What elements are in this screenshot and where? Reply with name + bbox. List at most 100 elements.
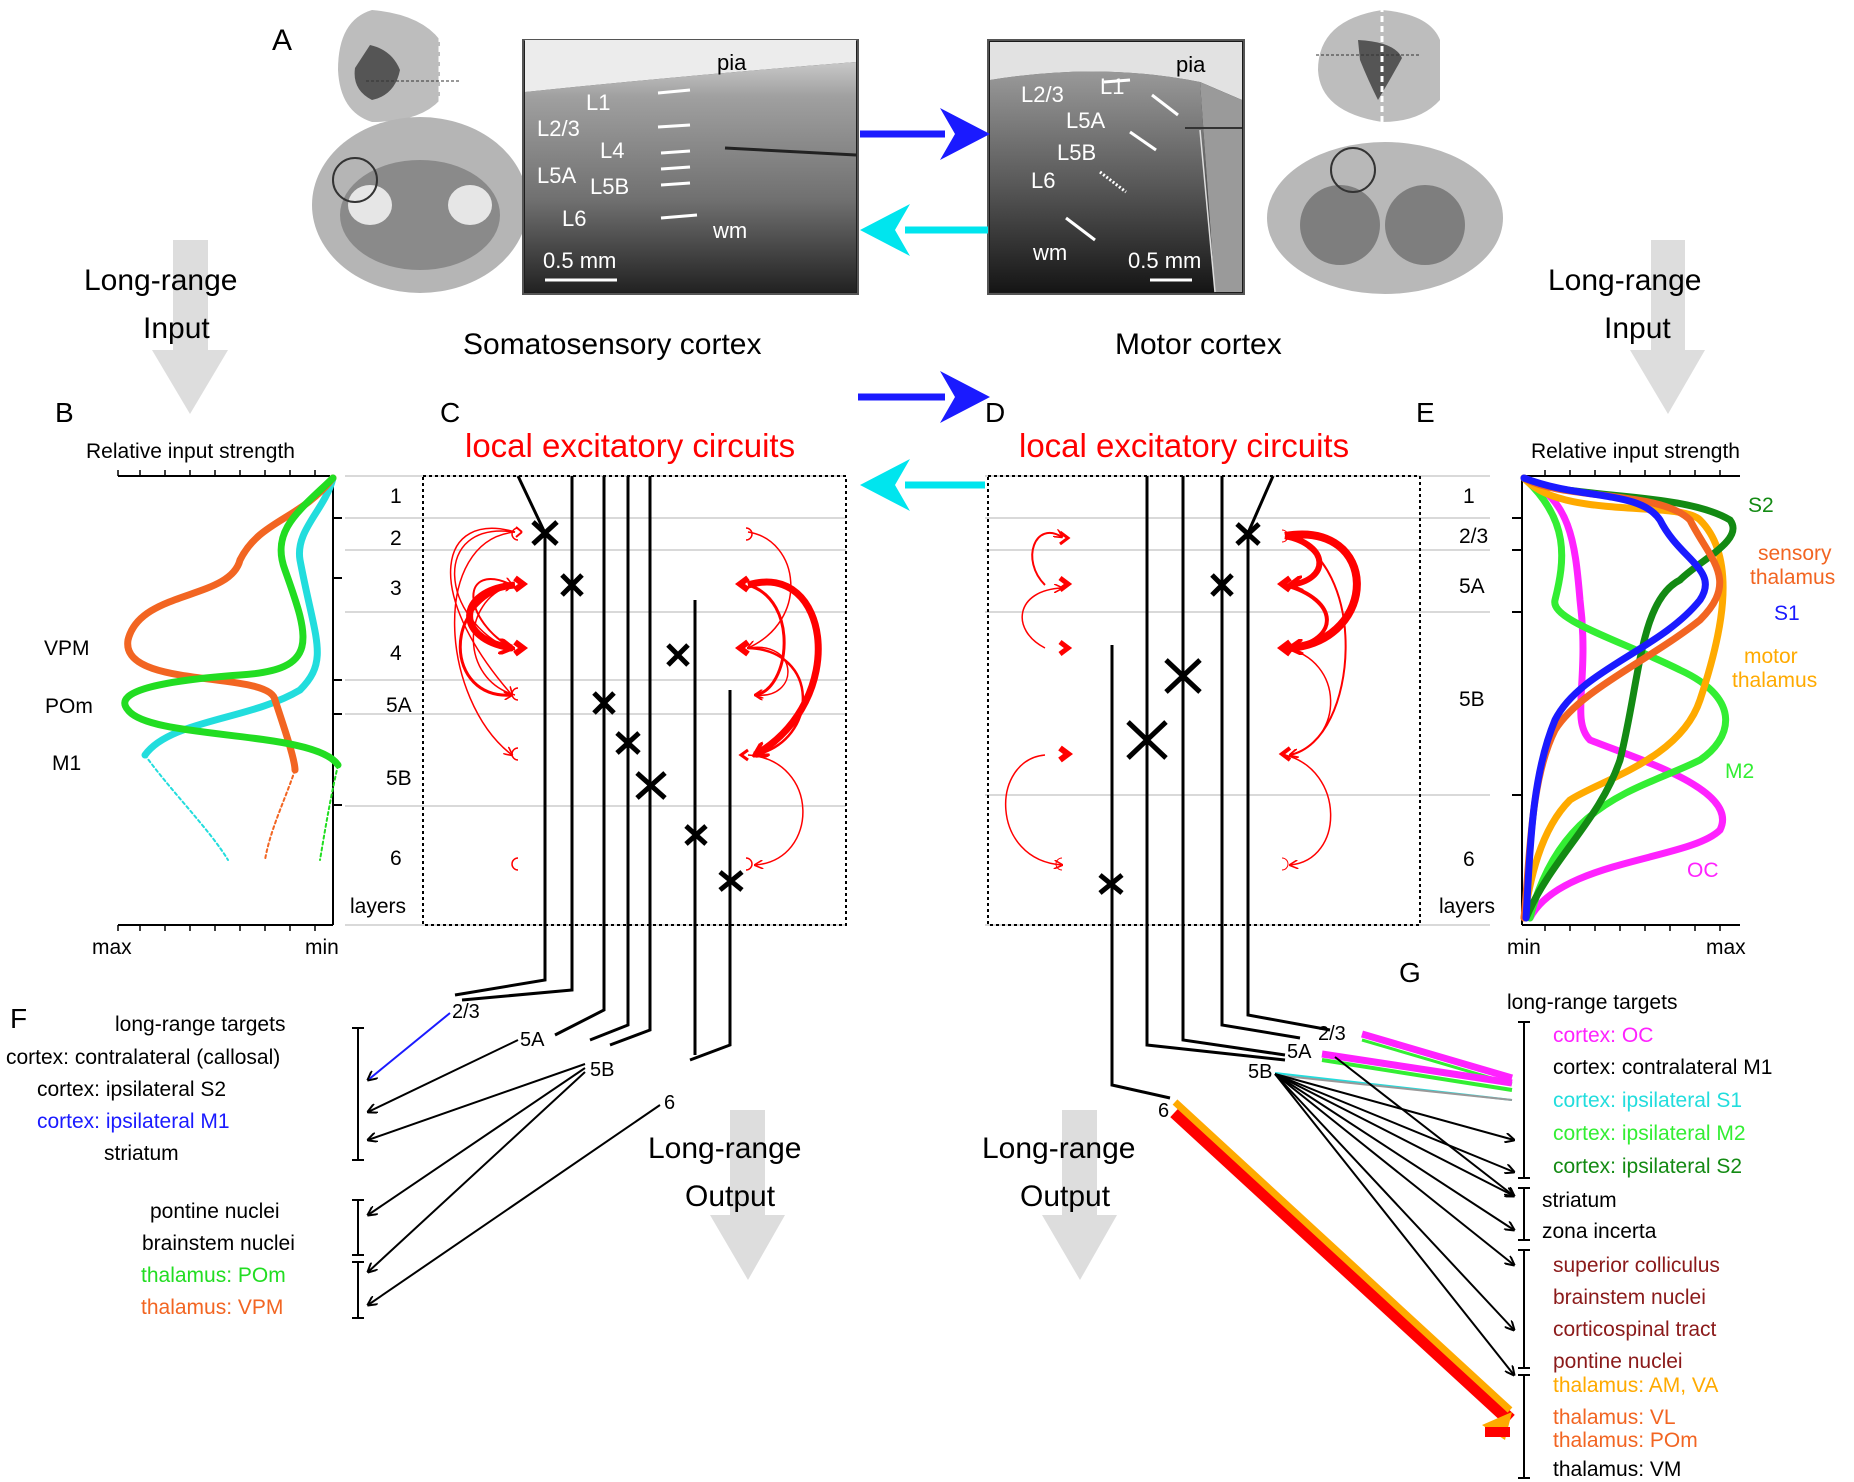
- mc-scale-label: 0.5 mm: [1128, 248, 1201, 273]
- panel-label-d: D: [985, 397, 1005, 428]
- panelG-target-oc: cortex: OC: [1553, 1024, 1653, 1047]
- panelE-curve-m2: [1520, 474, 1730, 922]
- arrow-mc-to-ssc-lower: [860, 459, 985, 511]
- panelC-layer-5b: 5B: [386, 767, 412, 790]
- ssc-label-l6: L6: [562, 206, 586, 231]
- mc-label-l23: L2/3: [1021, 82, 1064, 107]
- panel-label-e: E: [1416, 397, 1435, 428]
- panelE-title: Relative input strength: [1531, 440, 1740, 463]
- input-label-right-line2: Input: [1604, 312, 1671, 345]
- panelD-layer-axis: layers: [1439, 895, 1495, 918]
- ssc-label-l4: L4: [600, 138, 624, 163]
- panelD-layer-6: 6: [1463, 848, 1475, 871]
- panel-label-a: A: [272, 24, 292, 57]
- ssc-scale-label: 0.5 mm: [543, 248, 616, 273]
- panelC-box: [422, 475, 847, 926]
- panelD-layer-5a: 5A: [1459, 575, 1485, 598]
- panelD-box: [987, 475, 1421, 926]
- panelG-target-s2: cortex: ipsilateral S2: [1553, 1155, 1742, 1178]
- panelB-curve-vpm: [124, 474, 337, 774]
- panelG-origin-5a: 5A: [1287, 1041, 1312, 1063]
- arrow-ssc-to-mc: [860, 108, 990, 160]
- panelG-origin-5b: 5B: [1248, 1061, 1272, 1083]
- arrow-mc-to-ssc: [860, 204, 988, 256]
- panelC-layer-1: 1: [390, 485, 402, 508]
- panelE-curve-oc: [1520, 474, 1726, 922]
- panelE-label-sensory-thalamus-line2: thalamus: [1750, 566, 1835, 589]
- panelF-origin-23: 2/3: [452, 1001, 480, 1023]
- ssc-label-wm: wm: [712, 218, 747, 243]
- output-label-left-line1: Long-range: [648, 1132, 801, 1165]
- panelC-title: local excitatory circuits: [465, 427, 795, 464]
- panelC-local-circuits-left: [449, 526, 528, 755]
- panelB-axes: [118, 475, 342, 926]
- micrograph-somatosensory: pia L1 L2/3 L4 L5A L5B L6 wm 0.5 mm: [522, 39, 859, 295]
- panelG-target-striatum: striatum: [1542, 1189, 1617, 1212]
- panelG-target-sc: superior colliculus: [1553, 1254, 1720, 1277]
- ssc-label-l1: L1: [586, 90, 610, 115]
- panelE-curve-s1: [1520, 474, 1709, 922]
- panelF-target-m1: cortex: ipsilateral M1: [37, 1110, 230, 1133]
- panelC-neurons: [454, 475, 732, 1062]
- output-arrow-right: [1042, 1110, 1117, 1280]
- panelB-label-m1: M1: [52, 752, 81, 775]
- panelF-projections: [368, 1012, 661, 1305]
- panelE-label-sensory-thalamus-line1: sensory: [1758, 542, 1832, 565]
- panelE-label-s1: S1: [1774, 602, 1800, 625]
- panelC-layer-lines: [345, 475, 846, 926]
- panelE-curve-s2: [1520, 474, 1737, 922]
- panelB-x-max: max: [92, 936, 132, 959]
- panelC-somata: [531, 520, 744, 892]
- panelG-target-brainstem: brainstem nuclei: [1553, 1286, 1706, 1309]
- panelC-local-circuits-right: [735, 531, 822, 865]
- input-label-right-line1: Long-range: [1548, 264, 1701, 297]
- micrograph-motor: pia L1 L2/3 L5A L5B L6 wm 0.5 mm: [987, 39, 1245, 295]
- panelG-target-s1: cortex: ipsilateral S1: [1553, 1089, 1742, 1112]
- panelD-layer-5b: 5B: [1459, 688, 1485, 711]
- mc-label-l5b: L5B: [1057, 140, 1096, 165]
- panelG-target-vl: thalamus: VL: [1553, 1406, 1676, 1429]
- panelE-label-motor-thalamus-line2: thalamus: [1732, 669, 1817, 692]
- panelD-layer-23: 2/3: [1459, 525, 1488, 548]
- panelB-curve-pom: [121, 474, 342, 769]
- panelG-target-m2: cortex: ipsilateral M2: [1553, 1122, 1746, 1145]
- output-label-right-line1: Long-range: [982, 1132, 1135, 1165]
- panelB-curve-vpm-tail: [264, 769, 296, 861]
- panelG-target-pontine: pontine nuclei: [1553, 1350, 1683, 1373]
- panelF-target-pom: thalamus: POm: [141, 1264, 286, 1287]
- panelB-ticks: [117, 470, 316, 931]
- panelB-label-vpm: VPM: [44, 637, 90, 660]
- mc-label-l1: L1: [1100, 74, 1124, 99]
- panelC-layer-2: 2: [390, 527, 402, 550]
- panelG-target-contra-m1: cortex: contralateral M1: [1553, 1056, 1772, 1079]
- panelE-ticks: [1544, 470, 1721, 931]
- panelF-brackets: [352, 1027, 364, 1319]
- panelE-curve-sensory-thalamus: [1520, 474, 1724, 922]
- panelE-axes: [1512, 475, 1740, 926]
- panelG-heading: long-range targets: [1507, 991, 1677, 1014]
- arrow-ssc-to-mc-lower: [858, 371, 990, 423]
- panelB-label-pom: POm: [45, 695, 93, 718]
- panel-label-b: B: [55, 397, 74, 428]
- brain-icon-right: [1267, 6, 1503, 294]
- ssc-label-l5b: L5B: [590, 174, 629, 199]
- panelF-target-s2: cortex: ipsilateral S2: [37, 1078, 226, 1101]
- mc-label-pia: pia: [1176, 52, 1206, 77]
- panelF-target-contralateral: cortex: contralateral (callosal): [6, 1046, 280, 1069]
- panelF-target-striatum: striatum: [104, 1142, 179, 1165]
- ssc-label-l23: L2/3: [537, 116, 580, 141]
- panelG-target-cst: corticospinal tract: [1553, 1318, 1717, 1341]
- panelG-target-am-va: thalamus: AM, VA: [1553, 1374, 1718, 1397]
- output-label-left-line2: Output: [685, 1180, 776, 1213]
- ssc-label-pia: pia: [717, 50, 747, 75]
- panelE-label-oc: OC: [1687, 859, 1719, 882]
- panelC-layer-4: 4: [390, 642, 402, 665]
- panelB-x-min: min: [305, 936, 339, 959]
- panelF-heading: long-range targets: [115, 1013, 285, 1036]
- panelE-x-max: max: [1706, 936, 1746, 959]
- panelE-label-s2: S2: [1748, 494, 1774, 517]
- ssc-label-l5a: L5A: [537, 163, 576, 188]
- caption-motor: Motor cortex: [1115, 328, 1282, 361]
- input-label-left-line2: Input: [143, 312, 210, 345]
- panelD-local-circuits-right: [1277, 529, 1361, 871]
